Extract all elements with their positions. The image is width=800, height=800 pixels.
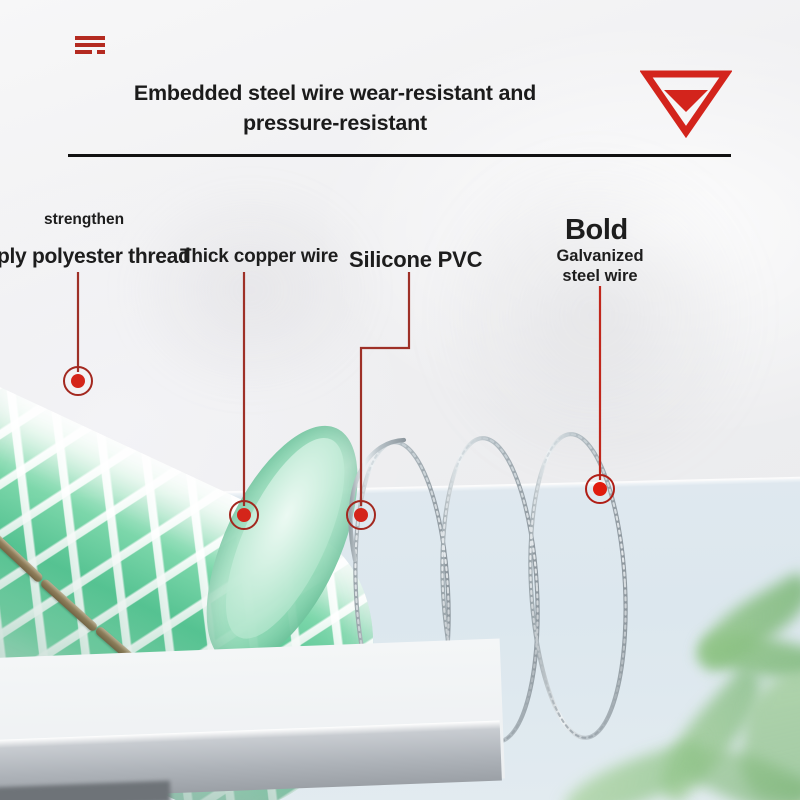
marker-ring	[229, 500, 259, 530]
callout-polyester-label: ply polyester thread	[0, 245, 191, 268]
marker-ring	[63, 366, 93, 396]
callout-galvanized-eyebrow: Bold	[565, 214, 628, 246]
callout-galvanized-label: Galvanized steel wire	[556, 247, 644, 285]
marker-dot	[354, 508, 368, 522]
background-soft-shadow	[430, 150, 760, 480]
marker-dot	[593, 482, 607, 496]
callout-polyester-eyebrow: strengthen	[44, 211, 125, 228]
marker-dot	[71, 374, 85, 388]
red-chevron-v-logo-icon	[640, 70, 732, 138]
callout-copper-label: Thick copper wire	[180, 246, 339, 267]
page-title-line-1: Embedded steel wire wear-resistant and	[133, 81, 537, 105]
target-dot-marker-silicone[interactable]	[346, 500, 376, 530]
header-divider	[68, 154, 731, 157]
marker-ring	[346, 500, 376, 530]
hamburger-bars-icon[interactable]	[75, 36, 105, 54]
target-dot-marker-copper[interactable]	[229, 500, 259, 530]
callout-silicone-label: Silicone PVC	[349, 247, 483, 272]
marker-ring	[585, 474, 615, 504]
target-dot-marker-galvanized[interactable]	[585, 474, 615, 504]
target-dot-marker-polyester[interactable]	[63, 366, 93, 396]
marker-dot	[237, 508, 251, 522]
background-soft-shadow-secondary	[120, 180, 380, 400]
page-title-line-2: pressure-resistant	[242, 111, 427, 135]
page-title: Embedded steel wire wear-resistant and p…	[100, 78, 570, 138]
